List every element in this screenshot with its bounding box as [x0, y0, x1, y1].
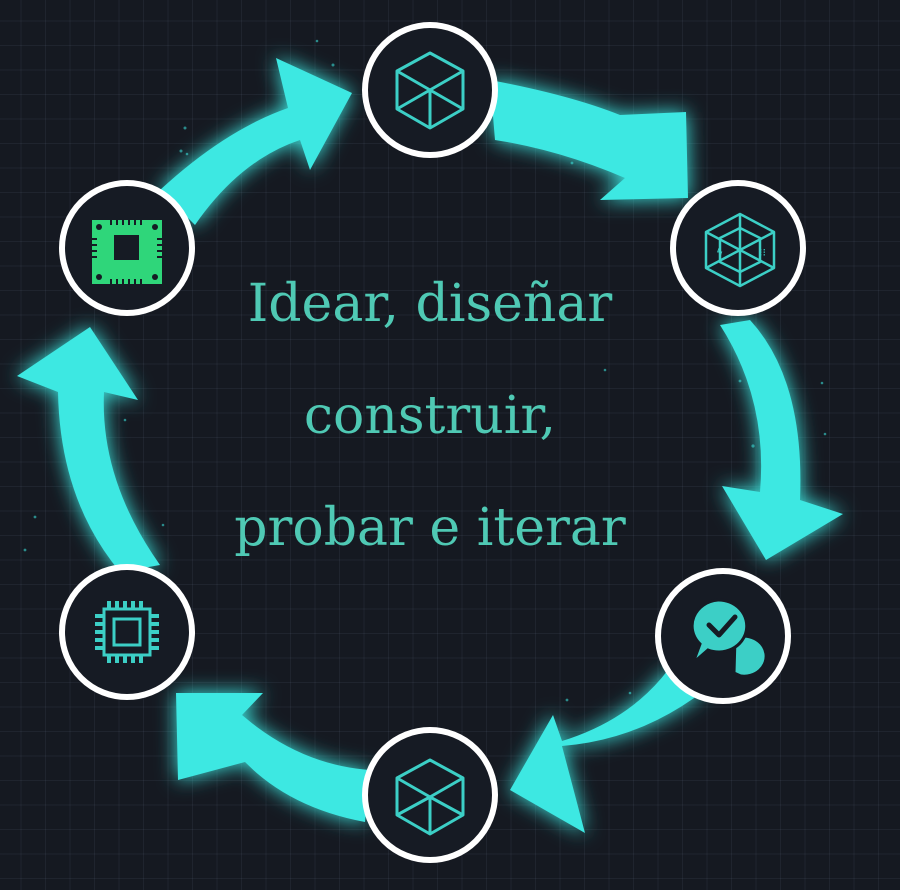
cube-icon: [395, 758, 465, 836]
svg-text:ϟ: ϟ: [716, 246, 723, 259]
caption-line-3: probar e iterar: [234, 498, 626, 558]
node-lower-left: [59, 564, 195, 700]
node-upper-left: [59, 180, 195, 316]
arrow-top-to-upperright: [490, 80, 688, 200]
wireframe-cube-icon: ϟ ⁝⁝: [704, 212, 776, 288]
arrow-lowerright-to-bottom: [510, 670, 705, 833]
cpu-chip-icon: [95, 601, 159, 663]
cube-icon: [395, 51, 465, 130]
node-bottom: [362, 727, 498, 863]
arrow-lowerleft-to-upperleft: [17, 327, 160, 572]
arrow-upperright-to-lower-right: [720, 320, 843, 560]
node-top: [362, 22, 498, 158]
svg-text:⁝⁝: ⁝⁝: [759, 246, 766, 259]
arrow-bottom-to-lowerleft: [176, 693, 370, 822]
circuit-board-icon: [92, 220, 162, 284]
sparkle-dots: [23, 39, 827, 806]
arrow-upperleft-to-top: [160, 58, 352, 225]
node-upper-right: ϟ ⁝⁝: [670, 180, 806, 316]
chat-check-icon: [690, 598, 768, 684]
center-caption: Idear, diseñar construir, probar e itera…: [160, 248, 700, 584]
caption-line-2: construir,: [303, 386, 557, 446]
caption-line-1: Idear, diseñar: [247, 274, 613, 334]
node-lower-right: [655, 568, 791, 704]
